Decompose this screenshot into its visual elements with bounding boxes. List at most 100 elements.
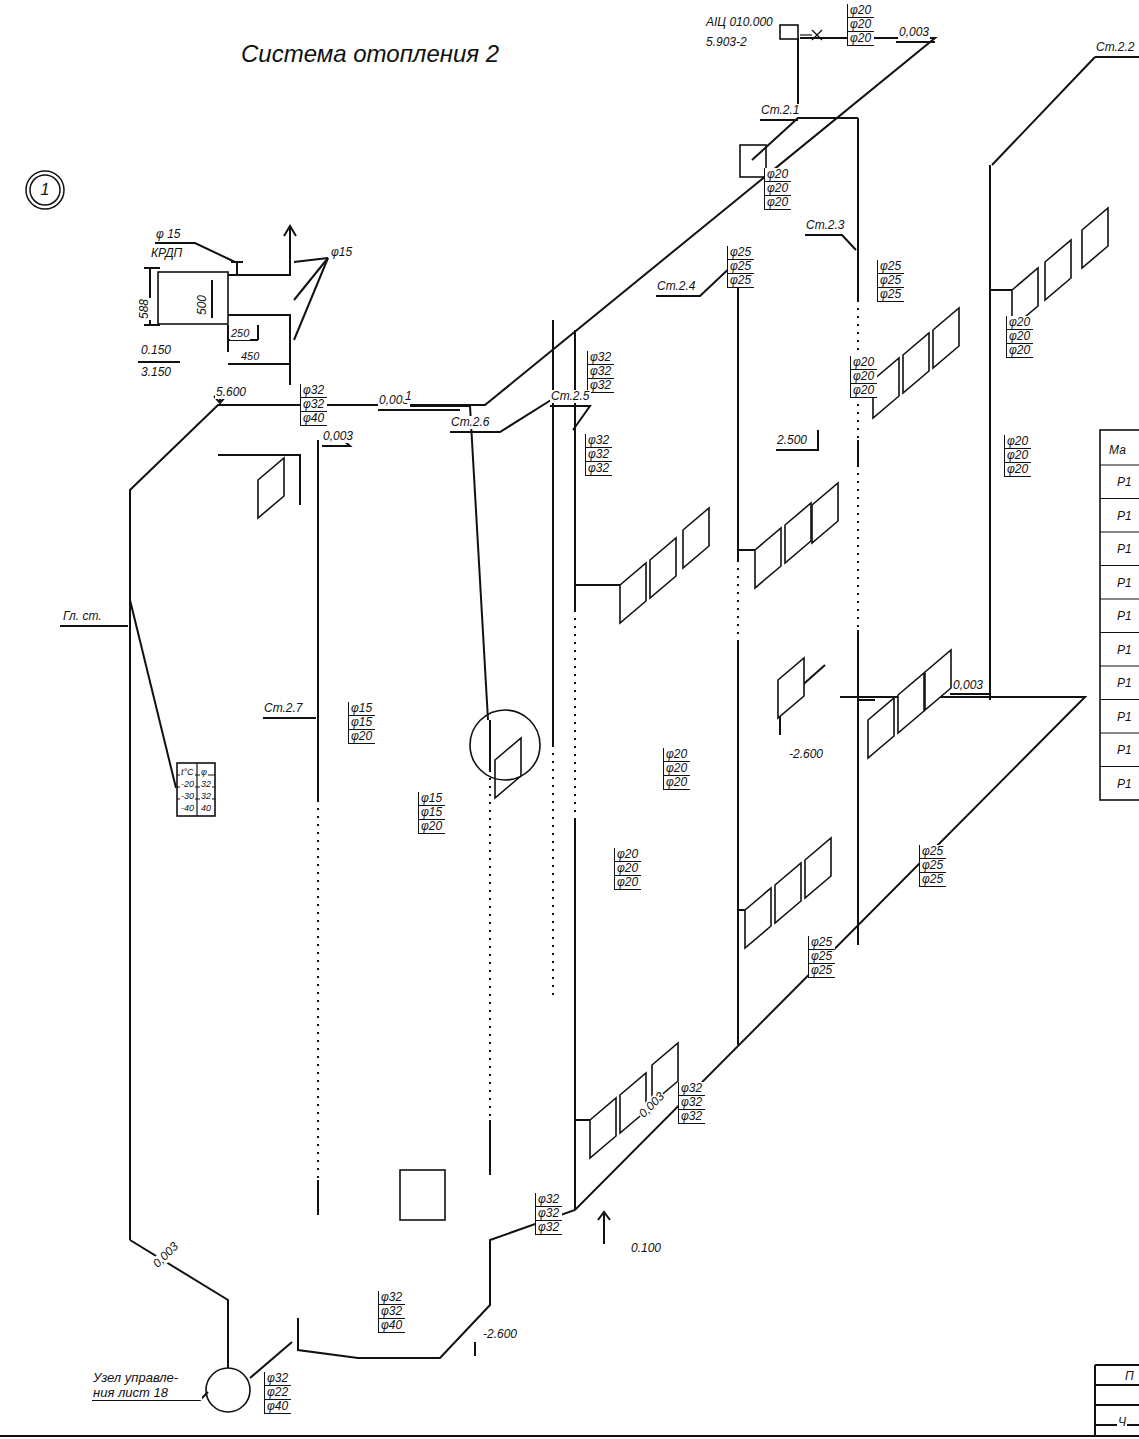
drawing-label: Ст.2.7 (263, 702, 304, 715)
drawing-label: П (1124, 1370, 1135, 1383)
pipe (378, 409, 460, 411)
pipe-dotted (574, 610, 576, 820)
pipe-diameter: φ20 (1004, 449, 1031, 463)
pipe-diameter: φ20 (764, 182, 791, 196)
grid-line (1100, 766, 1139, 767)
drawing-label: -2.600 (788, 748, 824, 761)
pipe-diameter: φ32 (585, 434, 612, 448)
pipe (450, 400, 551, 432)
pipe-diameter: φ32 (378, 1291, 405, 1305)
pipe-diameter: φ20 (1006, 316, 1033, 330)
pipe-diameter: φ25 (808, 950, 835, 964)
pipe-diameter: φ32 (378, 1305, 405, 1319)
pipe-lines (0, 38, 1139, 1436)
title: Система отопления 2 (240, 40, 500, 68)
detail-callout: 1 (25, 170, 65, 210)
radiator (683, 508, 709, 568)
radiator (650, 538, 676, 598)
pipe-diameter: φ32 (585, 462, 612, 476)
drawing-label: Ст.2.2 (1095, 41, 1136, 54)
radiator (745, 888, 771, 948)
radiator (1045, 240, 1071, 300)
pipe-dotted (552, 745, 554, 1000)
pipe (228, 228, 290, 275)
pipe-diameter: φ20 (418, 820, 445, 834)
pipe (130, 38, 935, 1240)
pipe (317, 1180, 319, 1215)
pipe-diameter: φ20 (847, 18, 874, 32)
pipe-diameter: φ32 (300, 398, 327, 412)
pipe (227, 325, 229, 352)
radiator (755, 528, 781, 588)
pipe (857, 118, 859, 300)
grid-line (812, 30, 822, 40)
hidden-pipes (318, 300, 858, 1180)
drawing-label: 40 (200, 802, 212, 815)
pipe-dotted (489, 770, 491, 1120)
radiator (805, 838, 831, 898)
pipe-diameter: φ20 (847, 32, 874, 46)
drawing-label: 0,003 (150, 1239, 182, 1271)
grid-line (1100, 632, 1139, 633)
pipe-diameter: φ32 (587, 379, 614, 393)
drawing-label: 450 (240, 350, 260, 363)
pipe (752, 118, 798, 160)
radiators (258, 208, 1108, 1158)
pipe-diameter: φ40 (264, 1400, 291, 1414)
drawing-label: 5.600 (215, 386, 247, 399)
drawing-label: 3.150 (140, 366, 172, 379)
pipe (0, 1435, 1139, 1437)
outline-box (158, 272, 228, 324)
pipe (228, 315, 290, 385)
pipe-diameter: φ20 (1004, 435, 1031, 449)
pipe-diameter: φ32 (264, 1372, 291, 1386)
pipe-diameter: φ25 (808, 964, 835, 978)
radiator (933, 308, 959, 368)
pipe (404, 406, 488, 720)
pipe-diameter: φ25 (727, 260, 754, 274)
drawing-label: Р1 (1116, 644, 1133, 657)
radiator (775, 863, 801, 923)
table-grid (177, 30, 1139, 816)
grid-line (1100, 531, 1139, 532)
pipe (228, 363, 290, 365)
pipe (257, 325, 259, 340)
outline-box (1100, 430, 1139, 800)
boxes (158, 25, 1139, 1220)
grid-line (800, 34, 812, 35)
pipe (1095, 56, 1139, 58)
pipe (992, 57, 1095, 165)
pipe-diameter: φ25 (877, 288, 904, 302)
pipe (1095, 1404, 1139, 1406)
pipe (656, 262, 736, 296)
pipe (1094, 1365, 1096, 1436)
drawing-label: Р1 (1116, 744, 1133, 757)
pipe (798, 38, 858, 118)
drawing-label: Ст.2.1 (760, 104, 801, 117)
drawing-label: Ч (1117, 1416, 1127, 1429)
pipe-diameter: φ25 (808, 936, 835, 950)
pipe-diameter: φ15 (418, 806, 445, 820)
drawing-label: 0,003 (952, 679, 984, 692)
pipe (737, 640, 739, 1045)
drawing-label: Р1 (1116, 476, 1133, 489)
pipe (598, 1212, 610, 1220)
pipe-dotted (857, 465, 859, 630)
pipe (552, 320, 554, 745)
radiator (903, 333, 929, 393)
drawing-label: Р1 (1116, 510, 1133, 523)
pipe-diameter: φ20 (764, 196, 791, 210)
drawing-label: Р1 (1116, 677, 1133, 690)
pipe (989, 165, 991, 700)
drawing-label: 250 (230, 327, 250, 340)
drawing-label: Узел управле- ния лист 18 (92, 1370, 202, 1400)
pipe (236, 262, 238, 275)
pipe-diameter: φ20 (1006, 330, 1033, 344)
drawing-label: Р1 (1116, 543, 1133, 556)
pipe-diameter: φ25 (727, 246, 754, 260)
radiator (620, 1073, 646, 1133)
grid-line (1100, 598, 1139, 599)
pipe-diameter: φ20 (850, 370, 877, 384)
pipe-diameter: φ32 (535, 1193, 562, 1207)
